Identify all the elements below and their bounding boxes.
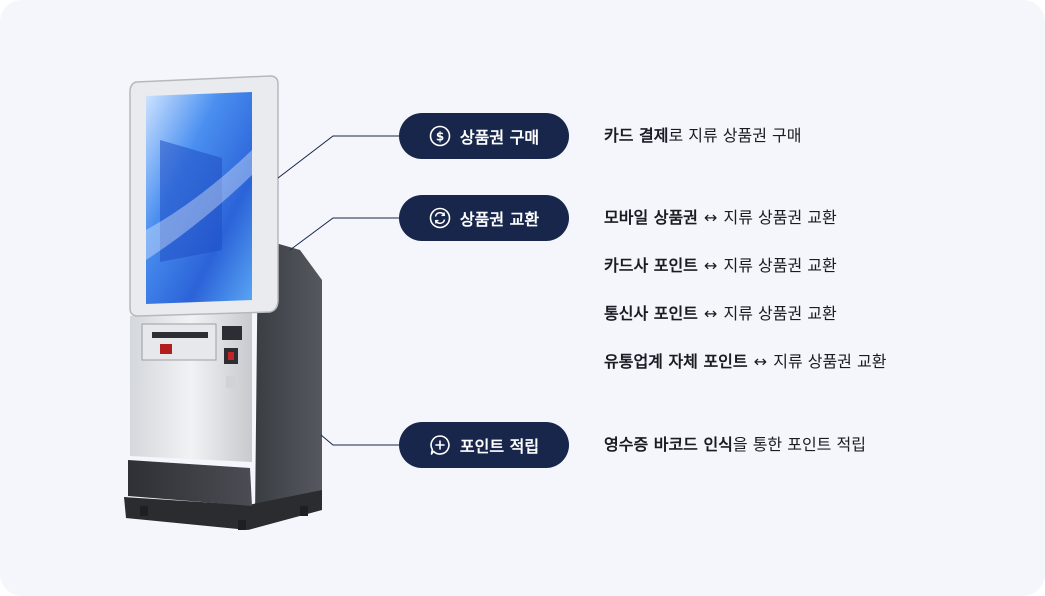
exchange-circle-icon bbox=[429, 207, 451, 229]
feature-description: 유통업계 자체 포인트 ↔ 지류 상품권 교환 bbox=[604, 352, 887, 371]
feature-description: 영수증 바코드 인식을 통한 포인트 적립 bbox=[604, 435, 866, 454]
feature-pill-label: 상품권 구매 bbox=[459, 128, 540, 147]
kiosk-illustration bbox=[124, 75, 322, 530]
plus-chat-bubble-icon bbox=[429, 434, 451, 456]
feature-description: 카드사 포인트 ↔ 지류 상품권 교환 bbox=[604, 256, 837, 275]
dollar-circle-icon: $ bbox=[429, 125, 451, 147]
feature-description: 모바일 상품권 ↔ 지류 상품권 교환 bbox=[604, 208, 837, 227]
feature-pill-point-earning: 포인트 적립 bbox=[399, 422, 569, 468]
feature-pill-gift-card-exchange: 상품권 교환 bbox=[399, 195, 569, 241]
feature-description: 통신사 포인트 ↔ 지류 상품권 교환 bbox=[604, 304, 837, 323]
svg-text:$: $ bbox=[436, 130, 444, 144]
feature-pill-gift-card-purchase: $ 상품권 구매 bbox=[399, 113, 569, 159]
feature-description: 카드 결제로 지류 상품권 구매 bbox=[604, 126, 802, 145]
feature-pill-label: 포인트 적립 bbox=[459, 437, 540, 456]
feature-pill-label: 상품권 교환 bbox=[459, 210, 540, 229]
